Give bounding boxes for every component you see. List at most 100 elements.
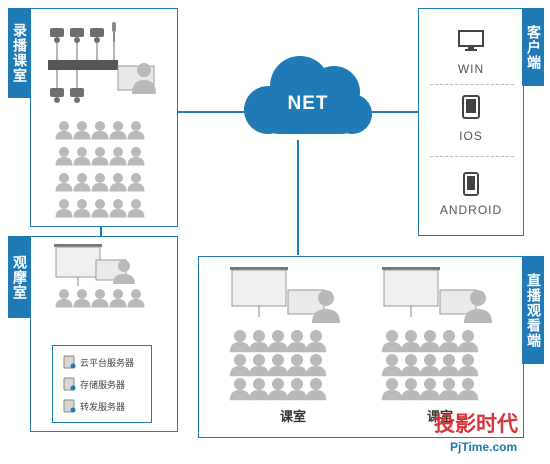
server-label: 云平台服务器 [80,358,135,369]
person-icon [127,289,145,308]
person-icon [55,121,73,140]
client-divider [430,156,514,157]
person-icon [419,354,441,377]
person-icon [127,173,145,192]
desktop-icon [458,30,484,51]
person-icon [91,199,109,218]
person-icon [464,290,492,323]
server-item: 存储服务器 [62,377,125,391]
person-icon [267,354,289,377]
observation-room-tab: 观摩室 [8,236,30,318]
watermark-site: PjTime.com [450,440,518,454]
server-item: 转发服务器 [62,399,125,413]
person-icon [132,63,156,94]
recording-room-audience [55,121,145,218]
client-label-win: WIN [457,62,485,76]
connector-net-client [366,111,418,113]
person-icon [73,173,91,192]
person-icon [73,121,91,140]
projector-screen-icon [382,267,440,317]
person-icon [109,147,127,166]
person-icon [113,260,135,284]
client-tab: 客户端 [522,8,544,86]
connector-recording-observation [100,226,102,236]
person-icon [127,121,145,140]
person-icon [109,121,127,140]
live-tab: 直播观看端 [522,256,544,364]
observation-room-audience [55,289,145,308]
person-icon [286,330,308,353]
person-icon [55,199,73,218]
recording-room-devices [48,22,156,103]
classroom-right-devices [382,267,492,323]
person-icon [127,147,145,166]
person-icon [305,330,327,353]
person-icon [73,147,91,166]
person-icon [248,378,270,401]
person-icon [438,354,460,377]
tablet-icon [462,95,480,119]
person-icon [109,173,127,192]
person-icon [73,199,91,218]
person-icon [381,378,403,401]
classroom-left-audience [229,330,327,401]
person-icon [229,330,251,353]
person-icon [438,378,460,401]
server-icon [63,377,76,391]
net-cloud-icon [244,56,372,134]
person-icon [109,289,127,308]
person-icon [381,354,403,377]
person-icon [286,378,308,401]
projector-screen-icon [54,244,102,286]
client-label-ios: IOS [459,129,483,143]
connector-net-live [297,140,299,255]
client-divider [430,84,514,85]
person-icon [127,199,145,218]
microphone-icon [112,22,116,42]
server-icon [63,399,76,413]
client-label-android: ANDROID [439,203,503,217]
person-icon [229,354,251,377]
person-icon [91,289,109,308]
person-icon [381,330,403,353]
recording-room-tab: 录播课室 [8,8,30,98]
server-label: 存储服务器 [80,380,126,391]
person-icon [400,330,422,353]
person-icon [457,330,479,353]
connector-recording-net [178,111,250,113]
person-icon [267,330,289,353]
person-icon [73,289,91,308]
screen-icon [439,289,477,315]
classroom-label: 课室 [279,410,306,425]
person-icon [419,378,441,401]
person-icon [55,289,73,308]
person-icon [286,354,308,377]
person-icon [55,147,73,166]
person-icon [312,290,340,323]
classroom-right-audience [381,330,479,401]
person-icon [248,354,270,377]
person-icon [109,199,127,218]
person-icon [457,378,479,401]
person-icon [400,378,422,401]
classroom-label: 课室 [426,410,453,425]
person-icon [305,378,327,401]
person-icon [248,330,270,353]
classroom-left-devices [230,267,340,323]
person-icon [55,173,73,192]
observation-room-devices [54,244,135,286]
phone-icon [463,172,479,196]
person-icon [438,330,460,353]
server-icon [63,355,76,369]
recorder-icon [48,60,118,70]
projector-screen-icon [230,267,288,317]
person-icon [457,354,479,377]
person-icon [400,354,422,377]
person-icon [267,378,289,401]
person-icon [419,330,441,353]
net-label: NET [287,93,329,114]
server-item: 云平台服务器 [62,355,134,369]
person-icon [91,173,109,192]
camera-icon [50,28,104,103]
person-icon [91,147,109,166]
